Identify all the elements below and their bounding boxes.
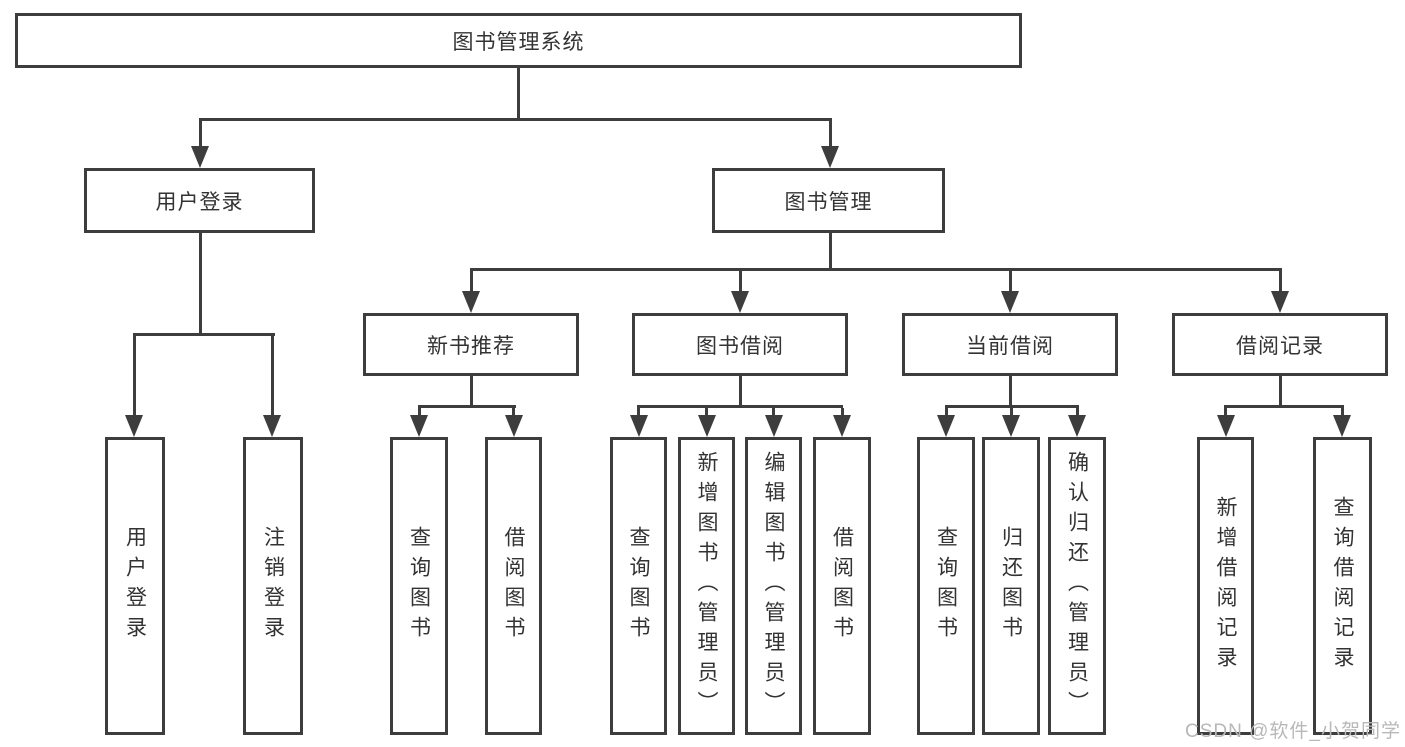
- node-library-management-system: 图书管理系统: [15, 13, 1022, 68]
- connector-line: [1009, 408, 1013, 417]
- connector-line: [512, 408, 515, 417]
- node-add-book-admin: 新增图书（管理员）: [678, 437, 735, 735]
- arrowhead-down-icon: [1002, 415, 1020, 437]
- arrowhead-down-icon: [191, 146, 209, 168]
- arrowhead-down-icon: [937, 415, 955, 437]
- connector-line: [469, 271, 473, 293]
- arrowhead-down-icon: [504, 415, 523, 437]
- connector-line: [417, 408, 421, 417]
- connector-line: [828, 121, 832, 148]
- connector-line: [132, 333, 275, 336]
- connector-line: [1224, 408, 1227, 417]
- node-query-books-recommend: 查询图书: [390, 437, 448, 735]
- connector-line: [198, 118, 832, 121]
- node-query-borrow-record: 查询借阅记录: [1313, 437, 1372, 735]
- node-logout-login: 注销登录: [243, 437, 303, 735]
- connector-line: [270, 336, 274, 417]
- connector-line: [772, 408, 775, 417]
- connector-line: [944, 408, 948, 417]
- arrowhead-down-icon: [833, 415, 851, 437]
- node-borrowing-records: 借阅记录: [1172, 313, 1388, 376]
- connector-line: [469, 376, 473, 407]
- node-query-books-borrowing: 查询图书: [610, 437, 667, 735]
- connector-line: [1008, 271, 1012, 293]
- connector-line: [132, 336, 136, 417]
- connector-line: [840, 408, 844, 417]
- arrowhead-down-icon: [462, 291, 480, 313]
- node-current-borrowing: 当前借阅: [902, 313, 1118, 376]
- connector-line: [1278, 271, 1282, 293]
- arrowhead-down-icon: [697, 415, 716, 437]
- arrowhead-down-icon: [1333, 415, 1351, 437]
- csdn-watermark: CSDN @软件_小贺同学: [1185, 721, 1401, 742]
- node-add-borrow-record: 新增借阅记录: [1197, 437, 1254, 735]
- node-query-books-current: 查询图书: [917, 437, 975, 735]
- connector-line: [637, 408, 640, 417]
- node-user-login-group: 用户登录: [84, 168, 315, 233]
- connector-line: [198, 121, 202, 148]
- node-borrow-books-recommend: 借阅图书: [485, 437, 542, 735]
- arrowhead-down-icon: [263, 415, 281, 437]
- connector-line: [1075, 408, 1079, 417]
- arrowhead-down-icon: [1068, 415, 1086, 437]
- node-return-books: 归还图书: [982, 437, 1040, 735]
- arrowhead-down-icon: [1271, 291, 1289, 313]
- connector-line: [1278, 376, 1282, 407]
- arrowhead-down-icon: [1216, 415, 1235, 437]
- node-borrow-books: 借阅图书: [813, 437, 871, 735]
- connector-line: [828, 233, 832, 270]
- node-confirm-return-admin: 确认归还（管理员）: [1048, 437, 1106, 735]
- arrowhead-down-icon: [731, 291, 749, 313]
- arrowhead-down-icon: [821, 146, 839, 168]
- node-book-borrowing: 图书借阅: [632, 313, 848, 376]
- connector-line: [1340, 408, 1344, 417]
- connector-line: [1224, 405, 1344, 408]
- connector-line: [198, 233, 202, 335]
- arrowhead-down-icon: [410, 415, 428, 437]
- node-user-login: 用户登录: [105, 437, 165, 735]
- node-new-book-recommend: 新书推荐: [363, 313, 579, 376]
- node-book-management: 图书管理: [712, 168, 945, 233]
- arrowhead-down-icon: [764, 415, 783, 437]
- arrowhead-down-icon: [1001, 291, 1019, 313]
- arrowhead-down-icon: [629, 415, 648, 437]
- connector-line: [637, 405, 843, 408]
- arrowhead-down-icon: [125, 415, 143, 437]
- connector-line: [417, 405, 516, 408]
- connector-line: [705, 408, 708, 417]
- connector-line: [738, 271, 742, 293]
- connector-line: [1008, 376, 1012, 407]
- connector-line: [469, 268, 1282, 271]
- connector-line: [738, 376, 742, 407]
- connector-line: [944, 405, 1079, 408]
- node-edit-book-admin: 编辑图书（管理员）: [745, 437, 802, 735]
- connector-line: [516, 68, 520, 120]
